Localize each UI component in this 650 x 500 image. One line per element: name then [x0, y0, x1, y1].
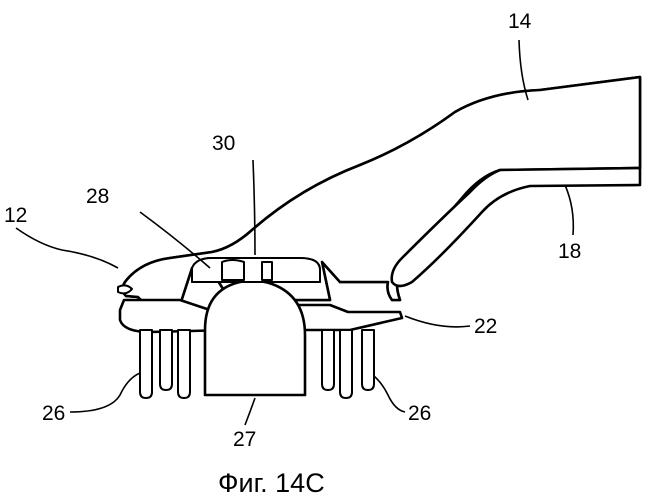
label-14: 14 — [508, 10, 532, 33]
figure-caption: Фиг. 14С — [218, 468, 325, 498]
leader-26b — [374, 376, 405, 412]
label-30: 30 — [212, 132, 235, 155]
leader-22 — [405, 316, 470, 327]
label-28: 28 — [86, 185, 109, 208]
insert-27 — [205, 281, 305, 395]
label-12: 12 — [4, 204, 27, 227]
leader-26a — [70, 373, 140, 412]
leader-27 — [245, 398, 255, 425]
label-26-left: 26 — [42, 402, 65, 425]
label-26-right: 26 — [408, 402, 431, 425]
label-18: 18 — [558, 240, 581, 263]
label-27: 27 — [233, 428, 256, 451]
leader-18 — [565, 185, 573, 235]
label-22: 22 — [474, 315, 497, 338]
leader-12 — [16, 228, 118, 268]
cap-cavity-28-30 — [192, 258, 320, 282]
